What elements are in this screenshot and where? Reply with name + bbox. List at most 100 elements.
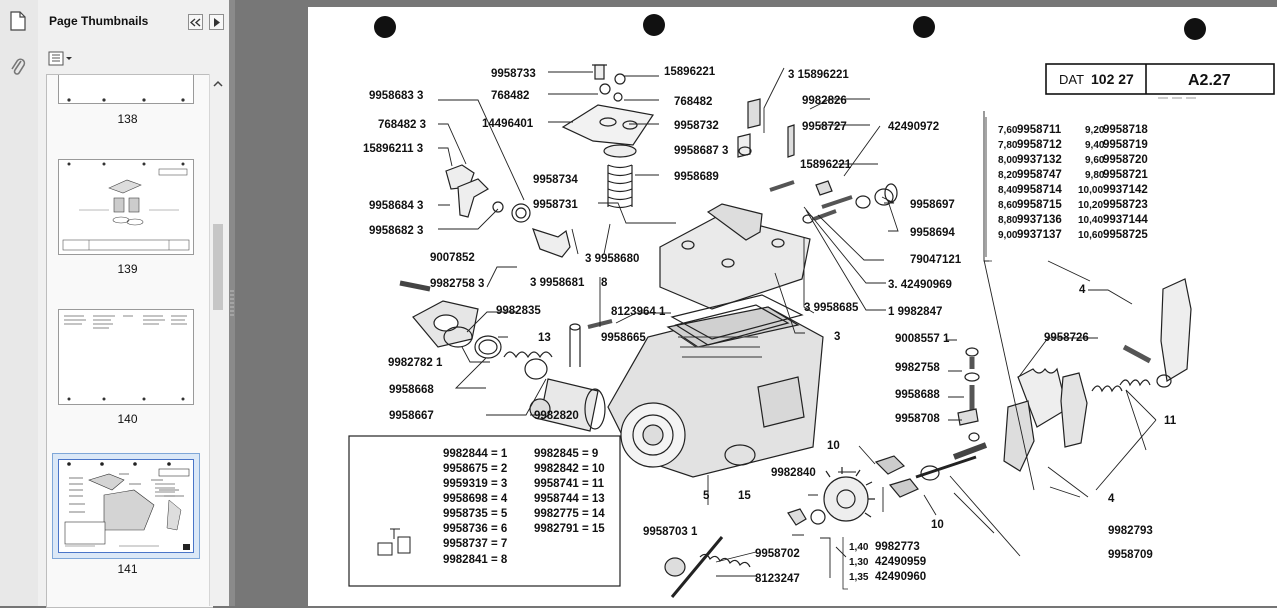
- kit-entry: 9958735 = 5: [443, 508, 508, 520]
- dat-label: DAT: [1059, 72, 1084, 87]
- panel-splitter[interactable]: [229, 0, 235, 606]
- part-label: 9958682 3: [369, 225, 423, 237]
- leader-lines: [438, 67, 1157, 578]
- page-thumbnails-icon[interactable]: [5, 8, 31, 34]
- page-thumbnail-141[interactable]: [58, 459, 194, 553]
- thumbnail-options-button[interactable]: [48, 49, 72, 68]
- part-label: 9982782 1: [388, 357, 443, 369]
- part-number: 9958721: [1103, 169, 1148, 181]
- part-label: 15896221: [800, 159, 852, 171]
- part-label: 9982793: [1108, 525, 1153, 537]
- size-value: 7,80: [998, 140, 1018, 151]
- part-label: 1 9982847: [888, 306, 942, 318]
- document-page: DAT 102 27 A2.27: [308, 7, 1277, 606]
- part-label: 9958732: [674, 120, 719, 132]
- part-number: 9958720: [1103, 154, 1148, 166]
- part-label: 9007852: [430, 252, 475, 264]
- kit-entry: 9958741 = 11: [534, 478, 605, 490]
- page-thumbnail-139[interactable]: [58, 159, 194, 255]
- part-label: 42490972: [888, 121, 939, 133]
- part-label: 9958694: [910, 227, 955, 239]
- kit-entry: 9982844 = 1: [443, 448, 508, 460]
- part-label: 3 9958680: [585, 253, 639, 265]
- part-label: 3. 42490969: [888, 279, 952, 291]
- part-number: 9958747: [1017, 169, 1062, 181]
- part-label: 9958665: [601, 332, 646, 344]
- size-value: 7,60: [998, 125, 1018, 136]
- size-value: 10,40: [1078, 215, 1103, 226]
- panel-title: Page Thumbnails: [49, 14, 149, 28]
- binder-hole: [913, 16, 935, 38]
- part-label: 9958684 3: [369, 200, 423, 212]
- shim-size: 1,35: [849, 572, 869, 583]
- kit-entry: 9958737 = 7: [443, 538, 507, 550]
- expand-panel-button[interactable]: [209, 14, 224, 30]
- part-label: 9958731: [533, 199, 578, 211]
- page-ref: A2.27: [1188, 72, 1231, 89]
- page-thumbnail-140[interactable]: [58, 309, 194, 405]
- part-label: 9958687 3: [674, 145, 728, 157]
- part-number: 9937132: [1017, 154, 1062, 166]
- attachments-icon[interactable]: [5, 54, 31, 80]
- dat-value: 102 27: [1091, 71, 1134, 87]
- part-label: 79047121: [910, 254, 962, 266]
- part-label: 9982840: [771, 467, 816, 479]
- scrollbar-thumb[interactable]: [213, 224, 223, 310]
- part-label: 9008557 1: [895, 333, 950, 345]
- thumbnail-list[interactable]: 138 139 140: [46, 74, 213, 608]
- shim-size: 1,30: [849, 557, 869, 568]
- part-label: 9982820: [534, 410, 579, 422]
- part-label: 9958668: [389, 384, 434, 396]
- thumbnail-scrollbar[interactable]: [209, 74, 226, 606]
- part-label: 5: [703, 490, 710, 502]
- part-label: 3 9958685: [804, 302, 859, 314]
- kit-entry: 9958698 = 4: [443, 493, 508, 505]
- part-label: 9958709: [1108, 549, 1153, 561]
- header-box: DAT 102 27 A2.27: [1045, 63, 1275, 99]
- part-number: 9937137: [1017, 229, 1062, 241]
- shim-table: 1,40 9982773 1,30 42490959 1,35 42490960: [842, 537, 926, 590]
- navigation-icon-bar: [0, 0, 39, 606]
- thumbnails-panel: Page Thumbnails 138: [38, 0, 229, 608]
- size-value: 8,20: [998, 170, 1018, 181]
- part-number: 9937136: [1017, 214, 1062, 226]
- part-label: 9958734: [533, 174, 578, 186]
- double-chevron-left-icon: [190, 17, 201, 27]
- part-label: 11: [1164, 415, 1177, 427]
- kit-entry: 9982842 = 10: [534, 463, 605, 475]
- exploded-parts-diagram: DAT 102 27 A2.27: [348, 14, 1275, 598]
- part-label: 8123247: [755, 573, 800, 585]
- part-label: 4: [1108, 493, 1115, 505]
- splitter-grip-icon: [230, 290, 234, 316]
- part-label: 768482 3: [378, 119, 426, 131]
- part-label: 15: [738, 490, 751, 502]
- part-label: 8123964 1: [611, 306, 666, 318]
- part-number: 9958719: [1103, 139, 1148, 151]
- part-label: 768482: [674, 96, 712, 108]
- part-label: 13: [538, 332, 551, 344]
- part-label: 3 15896221: [788, 69, 849, 81]
- part-label: 9982758: [895, 362, 940, 374]
- part-label: 15896221: [664, 66, 716, 78]
- page-thumbnail-138[interactable]: [58, 75, 194, 104]
- part-number: 42490959: [875, 556, 926, 568]
- part-label: 9958727: [802, 121, 847, 133]
- collapse-panel-button[interactable]: [188, 14, 203, 30]
- play-right-icon: [213, 17, 220, 27]
- kit-entry: 9982775 = 14: [534, 508, 605, 520]
- part-label: 9958683 3: [369, 90, 423, 102]
- document-viewer[interactable]: DAT 102 27 A2.27: [235, 0, 1277, 606]
- size-value: 9,80: [1085, 170, 1105, 181]
- part-label: 9958702: [755, 548, 800, 560]
- part-label: 9982835: [496, 305, 541, 317]
- part-label: 8: [601, 277, 608, 289]
- part-label: 4: [1079, 284, 1086, 296]
- size-value: 8,60: [998, 200, 1018, 211]
- part-label: 10: [931, 519, 944, 531]
- part-label: 9958703 1: [643, 526, 698, 538]
- size-value: 9,20: [1085, 125, 1105, 136]
- page-number-139: 139: [117, 262, 138, 276]
- size-value: 10,00: [1078, 185, 1103, 196]
- part-label: 9958733: [491, 68, 536, 80]
- size-value: 8,80: [998, 215, 1018, 226]
